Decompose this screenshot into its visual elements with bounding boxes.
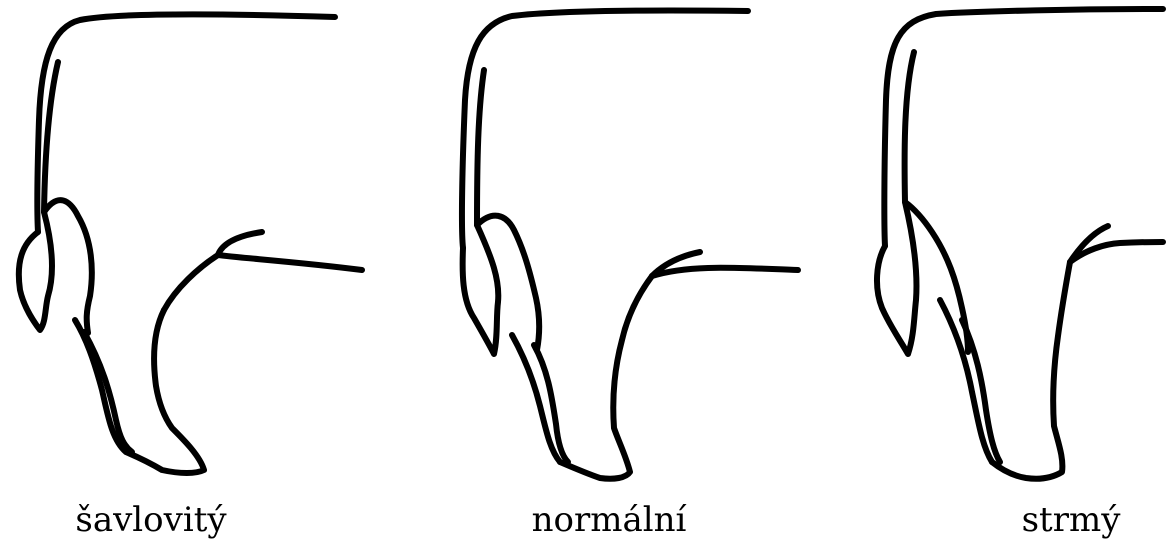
back-outline	[37, 14, 335, 232]
post-legged-leg-drawing	[877, 9, 1163, 479]
hoof	[126, 310, 204, 473]
back-outline	[884, 9, 1163, 246]
sickle-hocked-leg-drawing	[19, 14, 362, 473]
tail-inner	[44, 62, 58, 212]
hoof	[560, 276, 652, 479]
belly-line	[218, 255, 362, 270]
tail-inner	[477, 70, 484, 225]
back-outline	[462, 11, 748, 248]
normal-leg-drawing	[462, 11, 798, 479]
sickle-hocked-label: šavlovitý	[75, 503, 226, 537]
post-legged-label: strmý	[1022, 503, 1121, 537]
flank-fold	[218, 232, 262, 255]
normal-label: normální	[532, 503, 687, 537]
tail-switch	[463, 225, 499, 354]
stifle	[164, 255, 218, 310]
belly-line	[652, 268, 798, 276]
hoof	[992, 262, 1070, 479]
rear-thigh	[477, 216, 539, 350]
rear-leg-front	[84, 332, 132, 452]
tail-inner	[905, 52, 914, 202]
